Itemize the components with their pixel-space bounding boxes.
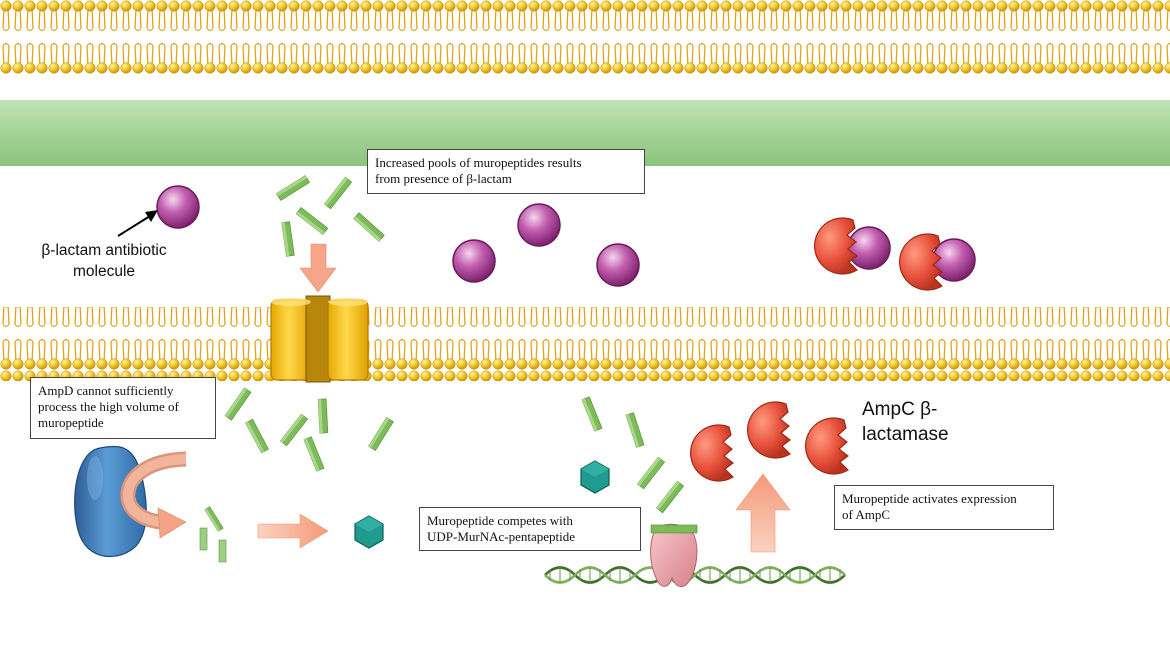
competes-textbox: Muropeptide competes with UDP-MurNAc-pen…	[419, 507, 641, 551]
ampc-label-line2: lactamase	[862, 424, 949, 445]
ampc-bound-complex-1	[813, 217, 891, 275]
muropeptide-rod-icon	[655, 480, 685, 514]
right-arrow-icon	[257, 513, 329, 549]
ampc-enzyme-icon	[804, 417, 849, 475]
muropeptide-rod-icon	[317, 398, 329, 434]
ampc-enzyme-icon	[898, 233, 943, 291]
activates-textbox: Muropeptide activates expression of AmpC	[834, 485, 1054, 530]
muropeptide-rod-icon	[244, 418, 270, 454]
bound-muropeptide-icon	[650, 524, 698, 534]
competes-line2: UDP-MurNAc-pentapeptide	[427, 529, 576, 544]
ampd-line1: AmpD cannot sufficiently	[38, 383, 174, 398]
arrow-into-porin-icon	[299, 243, 337, 293]
muropeptide-rod-icon	[581, 396, 603, 432]
beta-lactam-label-line1: β-lactam antibiotic	[41, 242, 167, 259]
muropeptide-rod-icon	[224, 387, 252, 421]
muropeptide-rod-icon	[281, 221, 295, 257]
muropeptide-rod-icon	[353, 212, 385, 242]
outer-membrane	[0, 0, 1170, 74]
dna-helix-icon	[544, 566, 846, 584]
ampc-enzyme-icon	[813, 217, 858, 275]
ampd-line2: process the high volume of	[38, 399, 179, 414]
muropeptide-rod-icon	[323, 176, 353, 210]
muropeptide-rod-icon	[636, 456, 666, 490]
purple-sphere-icon	[156, 185, 200, 229]
muropeptide-rod-icon	[204, 506, 224, 532]
activates-line1: Muropeptide activates expression	[842, 491, 1017, 506]
ampd-line3: muropeptide	[38, 415, 104, 430]
repressor-protein-icon	[650, 523, 698, 587]
curved-arrow-icon	[120, 451, 187, 539]
purple-sphere-icon	[517, 203, 561, 247]
upward-arrow-icon	[735, 473, 791, 553]
muropeptide-rod-icon	[303, 436, 325, 472]
udp-murnac-hexagon-icon	[354, 515, 384, 549]
increased-pools-line2: from presence of β-lactam	[375, 171, 512, 186]
purple-sphere-icon	[847, 226, 891, 270]
purple-sphere-icon	[596, 243, 640, 287]
activates-line2: of AmpC	[842, 507, 891, 522]
muropeptide-rods-dna	[581, 396, 685, 514]
ampc-enzymes-cytoplasm	[689, 401, 849, 482]
ampc-enzyme-icon	[746, 401, 791, 459]
increased-pools-textbox: Increased pools of muropeptides results …	[367, 149, 645, 194]
beta-lactam-label-line2: molecule	[72, 263, 136, 280]
muropeptide-rod-icon	[295, 206, 329, 236]
increased-pools-line1: Increased pools of muropeptides results	[375, 155, 582, 170]
pointer-arrow-icon	[117, 210, 158, 237]
muropeptide-rod-icon	[279, 413, 309, 447]
purple-sphere-icon	[452, 239, 496, 283]
cleaved-fragments	[199, 506, 227, 563]
porin-channel-icon	[270, 295, 369, 383]
udp-murnac-hexagon-icon	[580, 460, 610, 494]
muropeptide-rod-icon	[275, 175, 311, 201]
ampc-enzyme-icon	[689, 424, 734, 482]
muropeptide-fragment-icon	[218, 539, 227, 563]
ampd-textbox: AmpD cannot sufficiently process the hig…	[30, 377, 216, 439]
beta-lactam-molecules	[156, 185, 640, 287]
inner-membrane	[0, 307, 1170, 381]
muropeptide-rod-icon	[368, 416, 394, 452]
muropeptide-fragment-icon	[199, 527, 208, 551]
muropeptide-rods-cytoplasm	[224, 387, 394, 472]
beta-lactam-label: β-lactam antibiotic molecule	[24, 240, 184, 282]
muropeptide-rod-icon	[625, 412, 645, 448]
ampc-bound-complex-2	[898, 233, 976, 291]
competes-line1: Muropeptide competes with	[427, 513, 573, 528]
ampc-label: AmpC β- lactamase	[862, 397, 972, 447]
ampc-label-line1: AmpC β-	[862, 399, 938, 420]
